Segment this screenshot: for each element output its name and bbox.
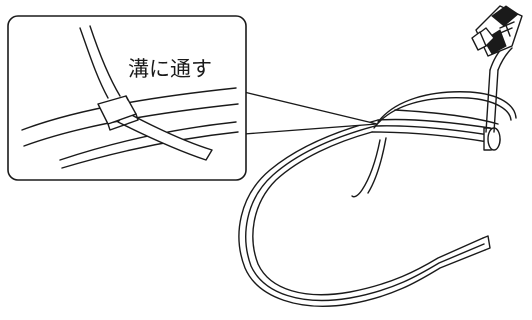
callout-label: 溝に通す <box>128 57 212 81</box>
headband-strap <box>238 109 499 307</box>
sensor-clip <box>471 5 523 57</box>
routed-cable <box>351 91 517 198</box>
detail-inset: 溝に通す <box>7 15 247 181</box>
callout-leader <box>243 91 378 135</box>
sensor-stalk <box>485 45 513 133</box>
strap-end-cap <box>483 127 501 151</box>
